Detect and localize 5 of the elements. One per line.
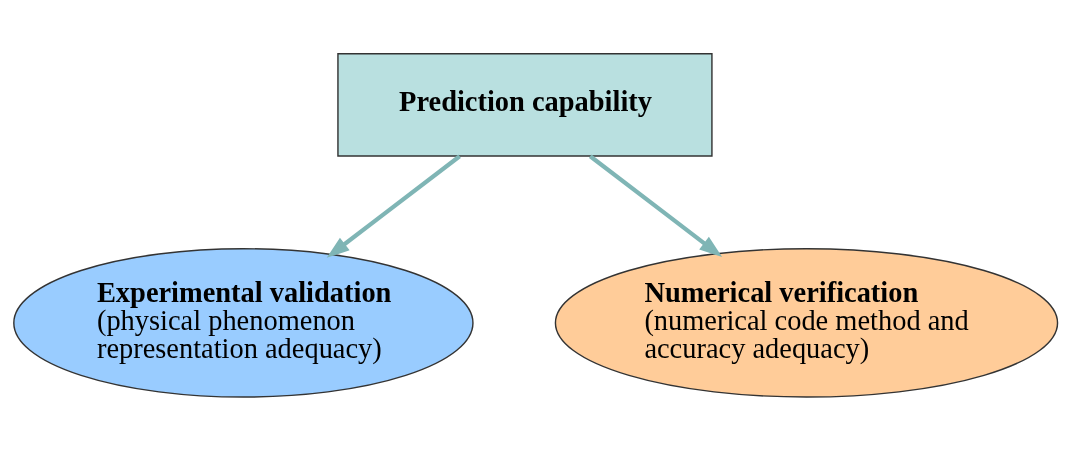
node-ellipse: Experimental validation (physical phenomenon representation adequacy) bbox=[13, 247, 474, 398]
node-box: Prediction capability bbox=[337, 52, 713, 157]
arrow bbox=[326, 154, 461, 258]
node-ellipse: Numerical verification (numerical code method and accuracy adequacy) bbox=[554, 247, 1059, 398]
arrow bbox=[588, 154, 723, 257]
